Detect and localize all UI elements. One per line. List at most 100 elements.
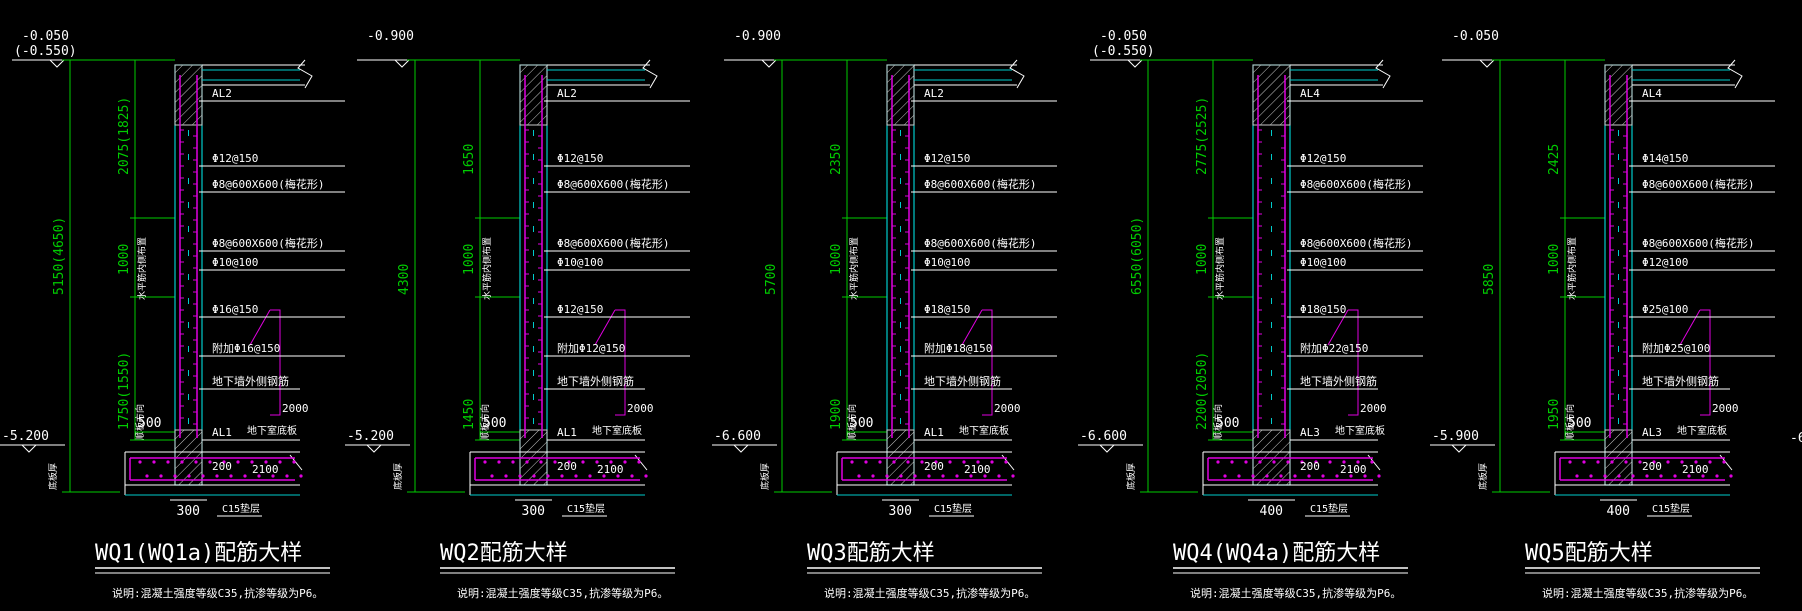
elevation-triangle-bottom <box>733 444 749 453</box>
elevation-triangle <box>394 59 410 68</box>
label-200: 200 <box>557 460 577 473</box>
rebar-callout-5: Φ25@100 <box>1642 303 1688 316</box>
dim-seg2-label: 1000 <box>462 244 477 275</box>
slab-rebar-dot <box>892 460 896 464</box>
detail-panel-4: -0.050(-0.550)-6.6006550(6050)2775(2525)… <box>1078 29 1423 600</box>
fragment-elevation-right: -6 <box>1790 431 1802 446</box>
dim-seg2-label: 1000 <box>1195 244 1210 275</box>
slab-rebar-dot <box>292 460 296 464</box>
slab-rebar-dot <box>1610 460 1614 464</box>
slab-rebar-dot <box>1328 460 1332 464</box>
slab-rebar-dot <box>1004 460 1008 464</box>
slab-rebar-dot <box>236 460 240 464</box>
bottom-beam-label: AL3 <box>1300 426 1320 439</box>
label-direction: 顺板方向 <box>479 404 491 440</box>
label-2100: 2100 <box>252 463 279 476</box>
dim-total-label: 5150(4650) <box>52 217 67 295</box>
outer-rebar-leader <box>249 309 271 346</box>
rebar-callout-4: Φ10@100 <box>924 256 970 269</box>
top-elevation: -0.050 <box>22 29 69 44</box>
label-c15: C15垫层 <box>1652 502 1690 515</box>
thickness-label: 300 <box>522 504 545 519</box>
dim-2000-label: 2000 <box>994 402 1021 415</box>
top-elevation: -0.050 <box>1452 29 1499 44</box>
slab-rebar-dot <box>1659 474 1663 478</box>
slab-rebar-dot <box>1666 460 1670 464</box>
dim-seg3-label: 1900 <box>829 399 844 430</box>
slab-rebar-dot <box>1230 460 1234 464</box>
top-beam-label: AL2 <box>924 87 944 100</box>
rebar-callout-5: Φ18@150 <box>924 303 970 316</box>
top-elevation-alt: (-0.550) <box>1092 44 1155 59</box>
label-direction: 顺板方向 <box>1212 404 1224 440</box>
slab-rebar-dot <box>285 474 289 478</box>
elevation-triangle <box>1127 59 1143 68</box>
slab-rebar-dot <box>997 474 1001 478</box>
slab-rebar-dot <box>546 474 550 478</box>
slab-rebar-dot <box>483 460 487 464</box>
dim-seg2-label: 1000 <box>829 244 844 275</box>
slab-rebar-dot <box>278 460 282 464</box>
break-symbol <box>297 59 313 89</box>
slab-rebar-dot <box>1638 460 1642 464</box>
slab-rebar-dot <box>497 460 501 464</box>
panel-note: 说明:混凝土强度等级C35,抗渗等级为P6。 <box>1542 586 1753 600</box>
label-direction: 顺板方向 <box>1564 404 1576 440</box>
label-outer-rebar: 地下墙外侧钢筋 <box>557 374 634 388</box>
bottom-elevation: -5.900 <box>1432 429 1479 444</box>
slab-rebar-dot <box>138 460 142 464</box>
slab-rebar-dot <box>1694 460 1698 464</box>
top-elevation: -0.050 <box>1100 29 1147 44</box>
dim-seg3-label: 1950 <box>1547 399 1562 430</box>
slab-rebar-dot <box>850 460 854 464</box>
slab-rebar-dot <box>1307 474 1311 478</box>
slab-rebar-dot <box>490 474 494 478</box>
slab-rebar-dot <box>1265 474 1269 478</box>
outer-rebar-bracket <box>615 309 626 416</box>
outer-rebar-leader <box>961 309 983 346</box>
slab-rebar-dot <box>588 474 592 478</box>
rebar-callout-1: Φ12@150 <box>557 152 603 165</box>
slab-rebar-dot <box>567 460 571 464</box>
slab-rebar-dot <box>602 474 606 478</box>
label-basement-slab: 地下室底板 <box>592 424 642 437</box>
bottom-elevation: -5.200 <box>2 429 49 444</box>
slab-rebar-dot <box>1237 474 1241 478</box>
slab-rebar-dot <box>941 474 945 478</box>
rebar-callout-6: 附加Φ16@150 <box>212 341 280 355</box>
top-elevation-alt: (-0.550) <box>14 44 77 59</box>
dim-seg1-label: 2775(2525) <box>1195 97 1210 175</box>
top-beam-hatch <box>1252 64 1291 126</box>
dim-2000-label: 2000 <box>1360 402 1387 415</box>
label-slab-thickness: 底板厚 <box>759 463 771 490</box>
slab-rebar-dot <box>1321 474 1325 478</box>
slab-rebar-dot <box>518 474 522 478</box>
slab-rebar-dot <box>1708 460 1712 464</box>
top-beam-label: AL4 <box>1642 87 1662 100</box>
top-beam-hatch <box>1604 64 1633 126</box>
slab-rebar-dot <box>208 460 212 464</box>
slab-rebar-dot <box>962 460 966 464</box>
slab-rebar-dot <box>948 460 952 464</box>
rebar-callout-2: Φ8@600X600(梅花形) <box>924 177 1036 191</box>
slab-rebar-dot <box>1680 460 1684 464</box>
slab-rebar-dot <box>990 460 994 464</box>
thickness-label: 300 <box>177 504 200 519</box>
slab-rebar-dot <box>969 474 973 478</box>
slab-rebar-dot <box>201 474 205 478</box>
dim-total-label: 5850 <box>1482 264 1497 295</box>
label-2100: 2100 <box>964 463 991 476</box>
dim-total-label: 4300 <box>397 264 412 295</box>
dim-seg2-label: 1000 <box>1547 244 1562 275</box>
slab-rebar-dot <box>1293 474 1297 478</box>
outer-rebar-leader <box>1327 309 1349 346</box>
slab-rebar-dot <box>243 474 247 478</box>
slab-rebar-dot <box>1370 460 1374 464</box>
dim-2000-label: 2000 <box>627 402 654 415</box>
slab-rebar-dot <box>250 460 254 464</box>
rebar-callout-2: Φ8@600X600(梅花形) <box>212 177 324 191</box>
outer-rebar-leader <box>594 309 616 346</box>
label-basement-slab: 地下室底板 <box>1335 424 1385 437</box>
